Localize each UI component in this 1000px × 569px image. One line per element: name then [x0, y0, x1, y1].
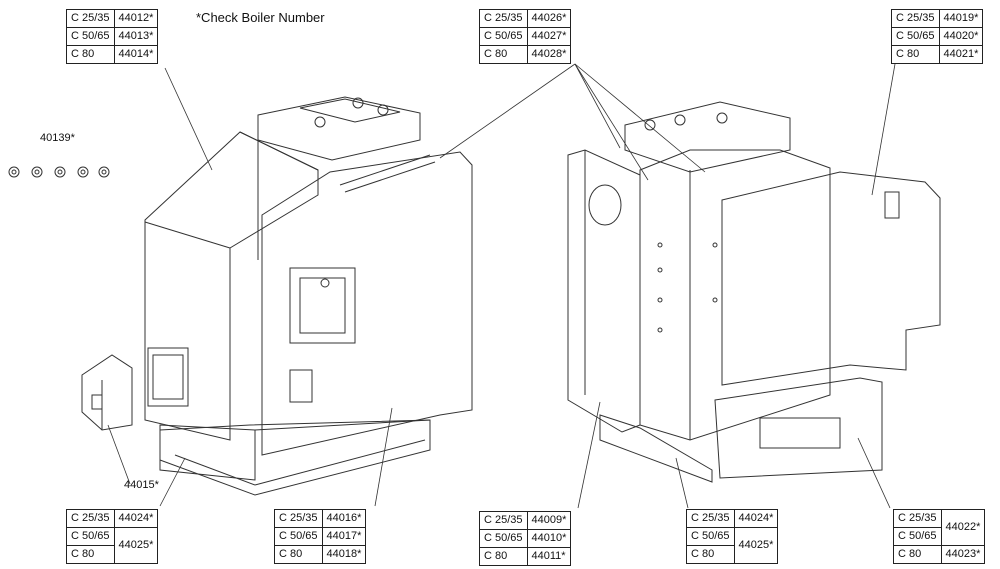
- model-cell: C 80: [479, 45, 528, 64]
- model-cell: C 25/35: [686, 509, 735, 528]
- part-number-cell: 44019*: [938, 9, 984, 28]
- label-44015: 44015*: [124, 479, 159, 491]
- table-row: C 80: [66, 545, 158, 564]
- model-cell: C 80: [891, 45, 940, 64]
- model-cell: C 80: [479, 547, 528, 566]
- model-cell: C 50/65: [66, 27, 115, 46]
- part-number-cell: 44024*: [113, 509, 159, 528]
- part-number-cell: 44020*: [938, 27, 984, 46]
- part-number-cell: 44016*: [321, 509, 367, 528]
- model-cell: C 25/35: [893, 509, 942, 528]
- part-number-cell: 44017*: [321, 527, 367, 546]
- part-number-cell: 44023*: [940, 545, 986, 564]
- part-number-cell: 44025*: [733, 527, 779, 564]
- model-cell: C 25/35: [274, 509, 323, 528]
- model-cell: C 25/35: [66, 509, 115, 528]
- check-boiler-note: *Check Boiler Number: [196, 10, 325, 25]
- small-part-44015: [81, 354, 133, 431]
- leader-lines: [107, 63, 896, 509]
- part-number-cell: 44009*: [526, 511, 572, 530]
- part-number-cell: 44021*: [938, 45, 984, 64]
- model-cell: C 25/35: [66, 9, 115, 28]
- model-cell: C 80: [686, 545, 735, 564]
- part-number-cell: 44026*: [526, 9, 572, 28]
- part-number-cell: 44018*: [321, 545, 367, 564]
- nut-icons: [8, 166, 110, 178]
- part-number-cell: 44014*: [113, 45, 159, 64]
- part-number-cell: 44027*: [526, 27, 572, 46]
- model-cell: C 50/65: [686, 527, 735, 546]
- model-cell: C 25/35: [479, 9, 528, 28]
- model-cell: C 80: [274, 545, 323, 564]
- right-boiler-assembly: [567, 101, 941, 483]
- model-cell: C 25/35: [891, 9, 940, 28]
- table-row: C 80: [686, 545, 778, 564]
- part-number-cell: 44013*: [113, 27, 159, 46]
- label-40139: 40139*: [40, 132, 75, 144]
- model-cell: C 25/35: [479, 511, 528, 530]
- model-cell: C 50/65: [479, 529, 528, 548]
- part-number-cell: 44024*: [733, 509, 779, 528]
- model-cell: C 50/65: [66, 527, 115, 546]
- part-number-cell: 44028*: [526, 45, 572, 64]
- model-cell: C 50/65: [891, 27, 940, 46]
- part-number-cell: 44010*: [526, 529, 572, 548]
- model-cell: C 80: [893, 545, 942, 564]
- part-number-cell: 44022*: [940, 509, 986, 546]
- model-cell: C 50/65: [893, 527, 942, 546]
- part-number-cell: 44011*: [526, 547, 572, 566]
- part-number-cell: 44025*: [113, 527, 159, 564]
- model-cell: C 50/65: [274, 527, 323, 546]
- left-boiler-assembly: [144, 96, 473, 496]
- model-cell: C 80: [66, 45, 115, 64]
- model-cell: C 80: [66, 545, 115, 564]
- part-number-cell: 44012*: [113, 9, 159, 28]
- model-cell: C 50/65: [479, 27, 528, 46]
